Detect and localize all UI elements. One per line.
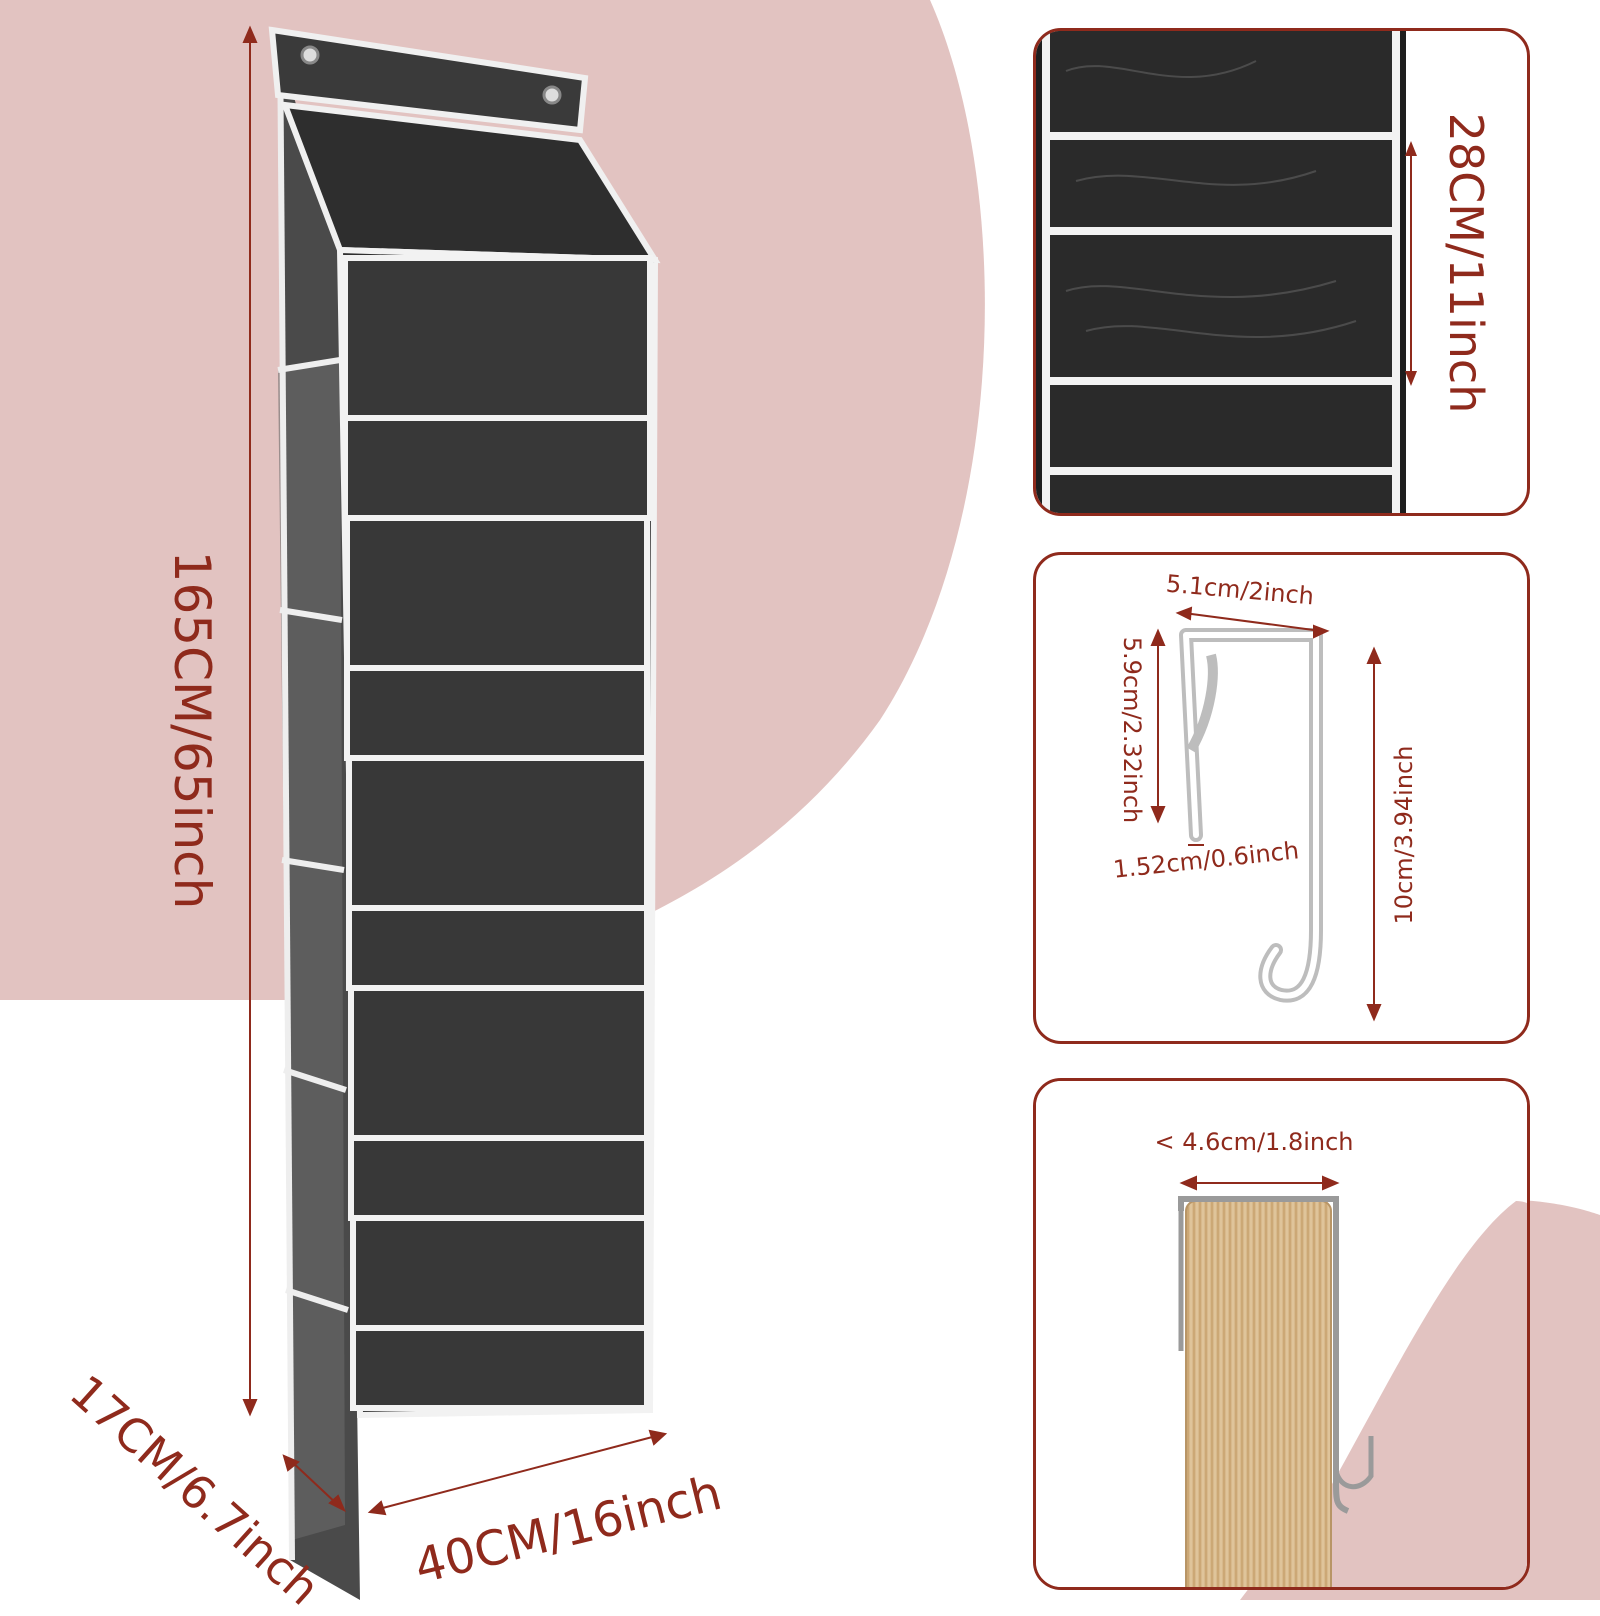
side-mesh-panel [275, 29, 360, 1600]
hook-total-height-label: 10cm/3.94inch [1390, 745, 1418, 925]
pocket-detail-panel: 28CM/11inch [1033, 28, 1530, 516]
dimension-lines [242, 25, 668, 1516]
organizer-illustration [242, 25, 668, 1600]
header-band [268, 26, 661, 264]
door-edge [1185, 1200, 1332, 1587]
height-label: 165CM/65inch [163, 550, 221, 910]
grommet-right [542, 85, 562, 105]
hook-dimensions-panel: 5.1cm/2inch 5.9cm/2.32inch 1.52cm/0.6inc… [1033, 552, 1530, 1044]
hook-shape [1179, 628, 1323, 1003]
door-thickness-label: < 4.6cm/1.8inch [1154, 1128, 1354, 1156]
grommet-left [300, 45, 320, 65]
front-pockets [342, 255, 653, 1411]
hook-inner-height-label: 5.9cm/2.32inch [1118, 636, 1146, 824]
pocket-height-label: 28CM/11inch [1439, 112, 1493, 414]
door-thickness-panel: < 4.6cm/1.8inch [1033, 1078, 1530, 1590]
